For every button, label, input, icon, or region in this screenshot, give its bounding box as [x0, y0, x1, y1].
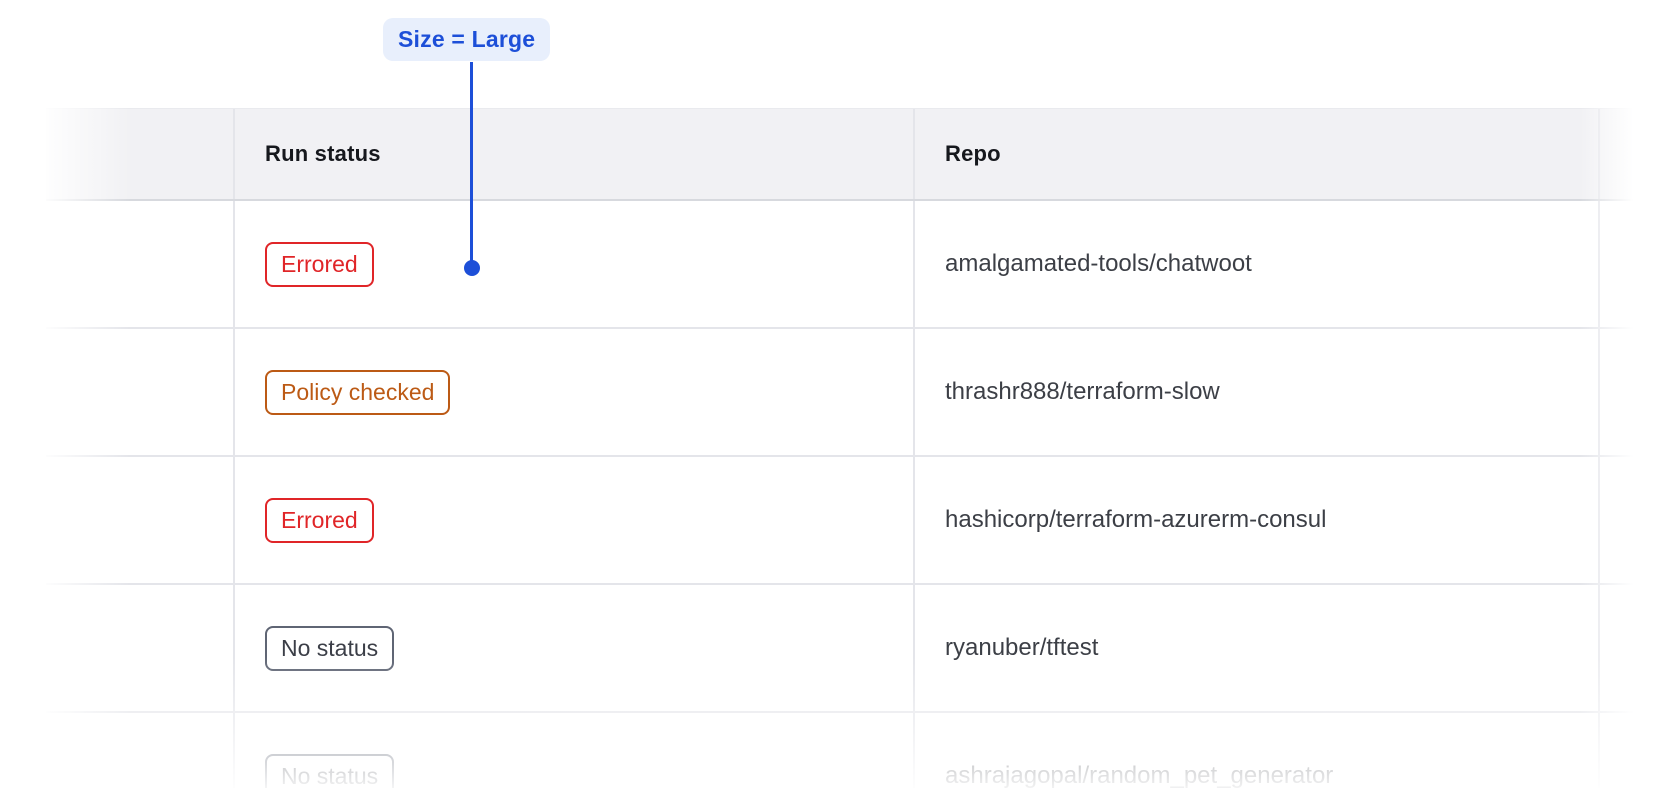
repo-cell: ryanuber/tftest — [913, 585, 1598, 711]
row-cell-empty — [46, 329, 233, 455]
repo-cell: hashicorp/terraform-azurerm-consul — [913, 457, 1598, 583]
repo-cell: amalgamated-tools/chatwoot — [913, 201, 1598, 327]
row-cell-overflow — [1598, 201, 1672, 327]
column-header-overflow — [1598, 109, 1672, 199]
row-cell-overflow — [1598, 585, 1672, 711]
run-status-badge: Errored — [265, 241, 374, 287]
column-header-run-status: Run status — [233, 109, 913, 199]
row-cell-overflow — [1598, 713, 1672, 788]
run-status-badge: Errored — [265, 497, 374, 543]
row-cell-overflow — [1598, 457, 1672, 583]
column-header-repo: Repo — [913, 109, 1598, 199]
table-row[interactable]: Errored hashicorp/terraform-azurerm-cons… — [46, 457, 1672, 585]
table-body: Errored amalgamated-tools/chatwoot Polic… — [46, 201, 1672, 788]
run-status-cell: No status — [233, 713, 913, 788]
row-cell-empty — [46, 457, 233, 583]
table-row[interactable]: Policy checked thrashr888/terraform-slow — [46, 329, 1672, 457]
annotation-size-label: Size = Large — [383, 18, 551, 61]
annotation-pointer-line — [470, 62, 473, 261]
repo-name: amalgamated-tools/chatwoot — [945, 250, 1252, 277]
repo-cell: ashrajagopal/random_pet_generator — [913, 713, 1598, 788]
repo-name: hashicorp/terraform-azurerm-consul — [945, 506, 1327, 533]
run-status-cell: No status — [233, 585, 913, 711]
annotation-pointer-dot — [464, 260, 480, 276]
table-row[interactable]: No status ashrajagopal/random_pet_genera… — [46, 713, 1672, 788]
row-cell-empty — [46, 201, 233, 327]
runs-table: Run status Repo Errored amalgamated-tool… — [46, 108, 1672, 788]
run-status-badge: No status — [265, 625, 395, 671]
run-status-badge: Policy checked — [265, 369, 451, 415]
row-cell-empty — [46, 713, 233, 788]
repo-name: ashrajagopal/random_pet_generator — [945, 762, 1334, 788]
column-header-empty — [46, 109, 233, 199]
row-cell-empty — [46, 585, 233, 711]
run-status-cell: Errored — [233, 201, 913, 327]
run-status-cell: Policy checked — [233, 329, 913, 455]
run-status-cell: Errored — [233, 457, 913, 583]
table-header-row: Run status Repo — [46, 109, 1672, 201]
repo-cell: thrashr888/terraform-slow — [913, 329, 1598, 455]
table-row[interactable]: Errored amalgamated-tools/chatwoot — [46, 201, 1672, 329]
repo-name: thrashr888/terraform-slow — [945, 378, 1220, 405]
table-row[interactable]: No status ryanuber/tftest — [46, 585, 1672, 713]
run-status-badge: No status — [265, 753, 395, 788]
repo-name: ryanuber/tftest — [945, 634, 1099, 661]
row-cell-overflow — [1598, 329, 1672, 455]
